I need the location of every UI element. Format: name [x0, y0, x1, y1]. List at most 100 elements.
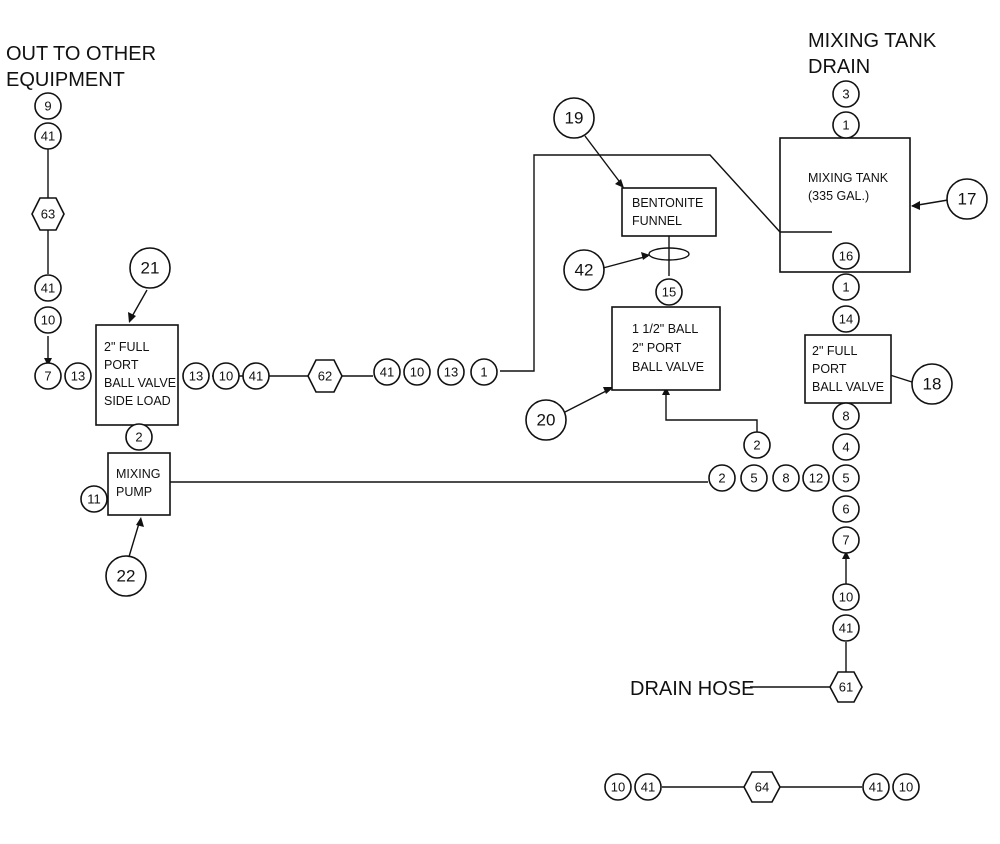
svg-text:41: 41 — [641, 780, 655, 795]
part-bubble: 13 — [182, 362, 210, 390]
svg-text:MIXING: MIXING — [116, 467, 160, 481]
svg-text:2: 2 — [718, 471, 725, 486]
mid-right-parts: 41 10 13 1 — [373, 358, 498, 386]
svg-text:5: 5 — [842, 471, 849, 486]
svg-text:BALL VALVE: BALL VALVE — [104, 376, 176, 390]
callout-18: 18 — [911, 363, 953, 405]
part-bubble: 10 — [212, 362, 240, 390]
bentonite-funnel-box: BENTONITE FUNNEL — [621, 187, 717, 237]
callout-22: 22 — [105, 555, 147, 597]
part-bubble: 41 — [634, 773, 662, 801]
svg-text:2: 2 — [753, 438, 760, 453]
svg-text:16: 16 — [839, 249, 853, 264]
svg-text:62: 62 — [318, 369, 332, 384]
left-line-parts: 9 41 63 41 10 — [31, 92, 65, 334]
tank-bottom-parts: 16 1 14 — [832, 242, 860, 333]
tank-top-parts: 3 1 — [832, 80, 860, 139]
part-bubble: 41 — [373, 358, 401, 386]
callout-21: 21 — [129, 247, 171, 289]
svg-text:14: 14 — [839, 312, 853, 327]
drain-hose-label: DRAIN HOSE — [630, 678, 754, 700]
svg-text:61: 61 — [839, 680, 853, 695]
pipe-lines — [47, 148, 862, 788]
valve21-bottom-part: 2 — [125, 423, 153, 451]
svg-text:2: 2 — [135, 430, 142, 445]
svg-text:8: 8 — [842, 409, 849, 424]
svg-text:17: 17 — [958, 190, 977, 209]
part-bubble: 7 — [34, 362, 62, 390]
svg-text:PORT: PORT — [812, 362, 847, 376]
out-to-other-label-line2: EQUIPMENT — [6, 69, 125, 91]
svg-text:63: 63 — [41, 207, 55, 222]
part-bubble: 16 — [832, 242, 860, 270]
mixing-pump-box: MIXING PUMP — [107, 452, 171, 516]
part-bubble: 5 — [832, 464, 860, 492]
part-bubble: 9 — [34, 92, 62, 120]
svg-text:(335 GAL.): (335 GAL.) — [808, 189, 869, 203]
callout-42: 42 — [563, 249, 605, 291]
callouts: 17 18 19 20 21 22 42 — [105, 97, 988, 597]
svg-text:SIDE LOAD: SIDE LOAD — [104, 394, 171, 408]
svg-text:15: 15 — [662, 285, 676, 300]
svg-text:10: 10 — [839, 590, 853, 605]
svg-text:21: 21 — [141, 259, 160, 278]
ball-valve-18-box: 2" FULL PORT BALL VALVE — [804, 334, 892, 404]
part-bubble: 41 — [34, 122, 62, 150]
part-bubble: 41 — [242, 362, 270, 390]
svg-text:13: 13 — [71, 369, 85, 384]
svg-text:41: 41 — [249, 369, 263, 384]
part-bubble: 3 — [832, 80, 860, 108]
ball-valve-21-box: 2" FULL PORT BALL VALVE SIDE LOAD — [95, 324, 179, 426]
svg-text:9: 9 — [44, 99, 51, 114]
svg-text:BENTONITE: BENTONITE — [632, 196, 703, 210]
tank-drain-label-line2: DRAIN — [808, 56, 870, 78]
part-bubble: 12 — [802, 464, 830, 492]
svg-text:12: 12 — [809, 471, 823, 486]
svg-text:6: 6 — [842, 502, 849, 517]
ball-valve-20-box: 1 1/2" BALL 2" PORT BALL VALVE — [611, 306, 721, 391]
part-bubble: 10 — [892, 773, 920, 801]
svg-text:FUNNEL: FUNNEL — [632, 214, 682, 228]
svg-text:BALL VALVE: BALL VALVE — [812, 380, 884, 394]
svg-text:2" FULL: 2" FULL — [812, 344, 857, 358]
hose-right-parts: 41 10 — [862, 773, 920, 801]
svg-text:2" FULL: 2" FULL — [104, 340, 149, 354]
part-bubble: 13 — [437, 358, 465, 386]
svg-text:4: 4 — [842, 440, 849, 455]
callout-19: 19 — [553, 97, 595, 139]
funnel-ring — [648, 247, 690, 261]
hose-left-parts: 10 41 — [604, 773, 662, 801]
pump-run-parts: 2 5 8 12 — [708, 464, 830, 492]
hose-hex-fitting: 64 — [743, 771, 781, 803]
svg-text:10: 10 — [41, 313, 55, 328]
hex-fitting: 63 — [31, 197, 65, 231]
mid-hex-fitting: 62 — [307, 359, 343, 393]
right-column-parts: 8 4 5 6 7 10 41 — [832, 402, 860, 642]
svg-text:64: 64 — [755, 780, 769, 795]
funnel-bottom-part: 15 — [655, 278, 683, 306]
part-bubble: 41 — [832, 614, 860, 642]
svg-text:1: 1 — [480, 365, 487, 380]
svg-text:41: 41 — [839, 621, 853, 636]
svg-text:22: 22 — [117, 567, 136, 586]
part-bubble: 14 — [832, 305, 860, 333]
callout-20: 20 — [525, 399, 567, 441]
part-bubble: 8 — [772, 464, 800, 492]
svg-text:10: 10 — [611, 780, 625, 795]
part-bubble: 5 — [740, 464, 768, 492]
svg-text:41: 41 — [380, 365, 394, 380]
svg-text:10: 10 — [219, 369, 233, 384]
svg-text:41: 41 — [41, 281, 55, 296]
tee-top-part: 2 — [743, 431, 771, 459]
part-bubble: 1 — [832, 273, 860, 301]
part-bubble: 8 — [832, 402, 860, 430]
part-bubble: 1 — [470, 358, 498, 386]
svg-text:8: 8 — [782, 471, 789, 486]
svg-text:13: 13 — [189, 369, 203, 384]
valve21-left-parts: 7 13 — [34, 362, 92, 390]
svg-text:41: 41 — [869, 780, 883, 795]
part-bubble: 41 — [862, 773, 890, 801]
part-bubble: 10 — [832, 583, 860, 611]
svg-text:42: 42 — [575, 261, 594, 280]
